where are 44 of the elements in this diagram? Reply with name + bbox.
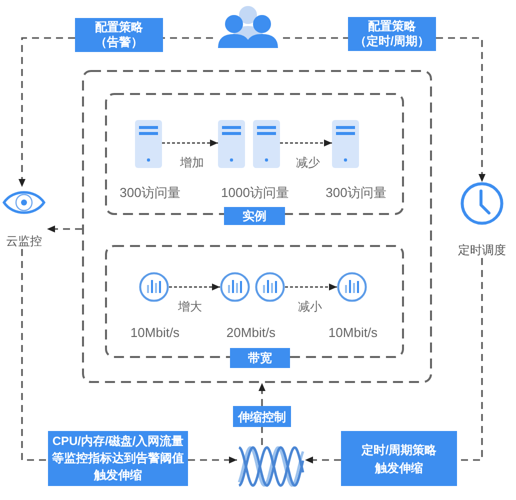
dashed-connector (261, 427, 263, 445)
two-servers-icon (218, 120, 280, 168)
traffic-value: 300访问量 (120, 185, 180, 201)
dashed-arrow (18, 37, 75, 187)
edge-label: 增大 (177, 300, 203, 314)
control-box: 伸缩控制 (233, 406, 291, 427)
trigger-condition-box: CPU/内存/磁盘/入网流量等监控指标达到告警阈值触发伸缩 (48, 431, 188, 486)
server-icon (332, 120, 359, 168)
dashed-arrow (436, 37, 486, 182)
traffic-value: 20Mbit/s (226, 325, 276, 341)
two-bandwidth-icons (220, 272, 285, 302)
icon-caption: 定时调度 (458, 243, 506, 258)
policy-box (75, 18, 163, 52)
dashed-arrow (305, 456, 341, 464)
traffic-value: 1000访问量 (221, 185, 289, 201)
edge-label: 增加 (179, 156, 205, 170)
bandwidth-icon (139, 272, 169, 302)
dashed-arrow (285, 284, 337, 290)
icon-caption: 云监控 (6, 234, 42, 249)
trigger-condition-box: 定时/周期策略触发伸缩 (341, 431, 457, 486)
traffic-value: 300访问量 (326, 185, 386, 201)
policy-title: 配置策略 (95, 20, 143, 35)
dashed-connector (283, 37, 348, 39)
edge-label: 减少 (295, 156, 321, 170)
policy-qualifier: （定时/周期） (354, 34, 430, 49)
dashed-arrow (169, 284, 220, 290)
section-tab: 实例 (224, 207, 285, 225)
dashed-arrow (280, 140, 332, 146)
bandwidth-icon (337, 272, 367, 302)
policy-box (348, 17, 436, 51)
dashed-arrow (162, 140, 218, 146)
wave-icon (237, 445, 305, 488)
traffic-value: 10Mbit/s (130, 325, 180, 341)
dashed-arrow (188, 456, 237, 464)
dashed-connector (21, 249, 48, 461)
edge-label: 减小 (297, 300, 323, 314)
traffic-value: 10Mbit/s (328, 325, 378, 341)
dashed-connector (163, 37, 213, 39)
section-tab: 带宽 (230, 348, 290, 368)
dashed-arrow (47, 226, 82, 232)
server-icon (135, 120, 162, 168)
policy-title: 配置策略 (368, 19, 416, 34)
dashed-arrow (258, 383, 266, 406)
policy-qualifier: （告警） (95, 35, 143, 50)
